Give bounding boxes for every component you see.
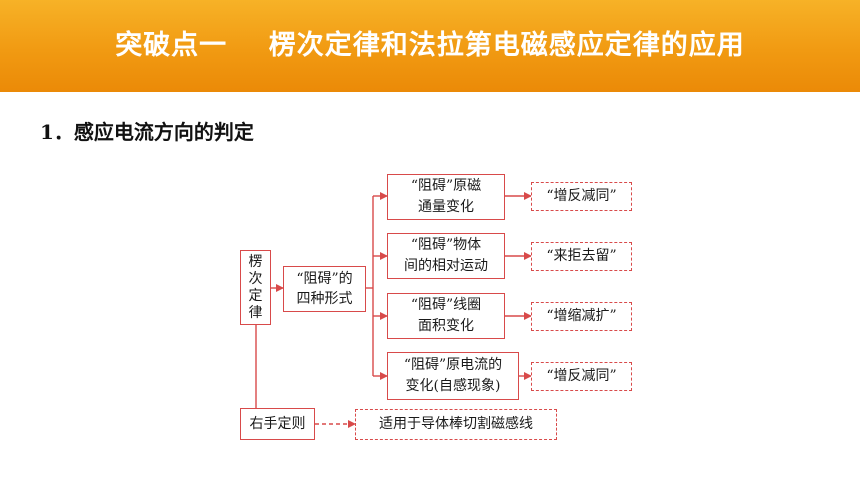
page-title: 突破点一 楞次定律和法拉第电磁感应定律的应用 bbox=[115, 30, 745, 61]
form-line: 通量变化 bbox=[418, 199, 474, 215]
form-line: “阻碍”物体 bbox=[410, 237, 482, 253]
section-heading: 1．感应电流方向的判定 bbox=[40, 120, 254, 144]
form-box-flux-change: “阻碍”原磁 通量变化 bbox=[387, 174, 505, 220]
root-char: 次 bbox=[248, 270, 263, 287]
form-line: 面积变化 bbox=[418, 318, 474, 334]
four-forms-line-1: “阻碍”的 bbox=[296, 271, 353, 287]
form-box-relative-motion: “阻碍”物体 间的相对运动 bbox=[387, 233, 505, 279]
form-line: 间的相对运动 bbox=[404, 258, 488, 274]
result-box-1: “增反减同” bbox=[531, 182, 632, 211]
form-box-self-induction: “阻碍”原电流的 变化(自感现象) bbox=[387, 352, 519, 400]
form-line: “阻碍”原磁 bbox=[410, 178, 482, 194]
root-char: 定 bbox=[248, 287, 263, 304]
form-line: “阻碍”原电流的 bbox=[403, 357, 503, 373]
right-hand-rule-note: 适用于导体棒切割磁感线 bbox=[355, 409, 557, 440]
result-box-2: “来拒去留” bbox=[531, 242, 632, 271]
result-box-4: “增反减同” bbox=[531, 362, 632, 391]
four-forms-box: “阻碍”的 四种形式 bbox=[283, 266, 366, 312]
form-line: “阻碍”线圈 bbox=[410, 297, 482, 313]
root-char: 律 bbox=[248, 304, 263, 321]
root-char: 楞 bbox=[248, 253, 263, 270]
form-line: 变化(自感现象) bbox=[405, 378, 501, 394]
root-box-lenz-law: 楞 次 定 律 bbox=[240, 250, 271, 325]
four-forms-line-2: 四种形式 bbox=[296, 291, 353, 307]
form-box-area-change: “阻碍”线圈 面积变化 bbox=[387, 293, 505, 339]
title-banner: 突破点一 楞次定律和法拉第电磁感应定律的应用 bbox=[0, 0, 860, 92]
right-hand-rule-box: 右手定则 bbox=[240, 408, 315, 440]
result-box-3: “增缩减扩” bbox=[531, 302, 632, 331]
